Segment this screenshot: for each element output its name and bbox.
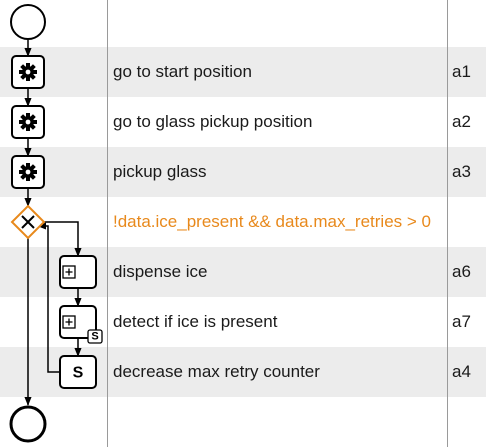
script-badge: S: [87, 329, 103, 344]
plus-box-icon: [62, 265, 76, 279]
row-band: [0, 47, 486, 97]
task-id: a3: [452, 162, 471, 181]
service-task: [11, 55, 45, 89]
sequence-flow-loop-enter: [44, 221, 82, 257]
task-id: a4: [452, 362, 471, 381]
script-task: S: [59, 355, 97, 389]
plus-box-icon: [62, 315, 76, 329]
sequence-flow-loop-back: [37, 222, 60, 373]
subprocess-task: S: [59, 305, 103, 344]
service-task: [11, 155, 45, 189]
exclusive-gateway: [10, 204, 46, 240]
task-label: detect if ice is present: [113, 312, 278, 331]
gateway-condition-label: !data.ice_present && data.max_retries > …: [113, 212, 431, 231]
s-script-icon: S: [91, 331, 98, 343]
row-band: [0, 147, 486, 197]
task-id: a7: [452, 312, 471, 331]
task-id: a1: [452, 62, 471, 81]
task-label: go to glass pickup position: [113, 112, 313, 131]
gear-icon: [19, 113, 37, 131]
end-event: [9, 405, 47, 443]
column-divider-left: [107, 0, 108, 447]
task-label: pickup glass: [113, 162, 207, 181]
task-label: go to start position: [113, 62, 252, 81]
task-label: decrease max retry counter: [113, 362, 320, 381]
task-label: dispense ice: [113, 262, 208, 281]
s-script-icon: S: [73, 365, 84, 382]
gear-icon: [19, 163, 37, 181]
subprocess-task: [59, 255, 97, 289]
flow-nodes: SS: [9, 4, 103, 443]
gear-icon: [19, 63, 37, 81]
service-task: [11, 105, 45, 139]
flow-edges: [24, 40, 82, 406]
task-id: a6: [452, 262, 471, 281]
column-divider-right: [447, 0, 448, 447]
task-id: a2: [452, 112, 471, 131]
x-gateway-icon: [21, 215, 35, 229]
start-event: [10, 4, 46, 40]
